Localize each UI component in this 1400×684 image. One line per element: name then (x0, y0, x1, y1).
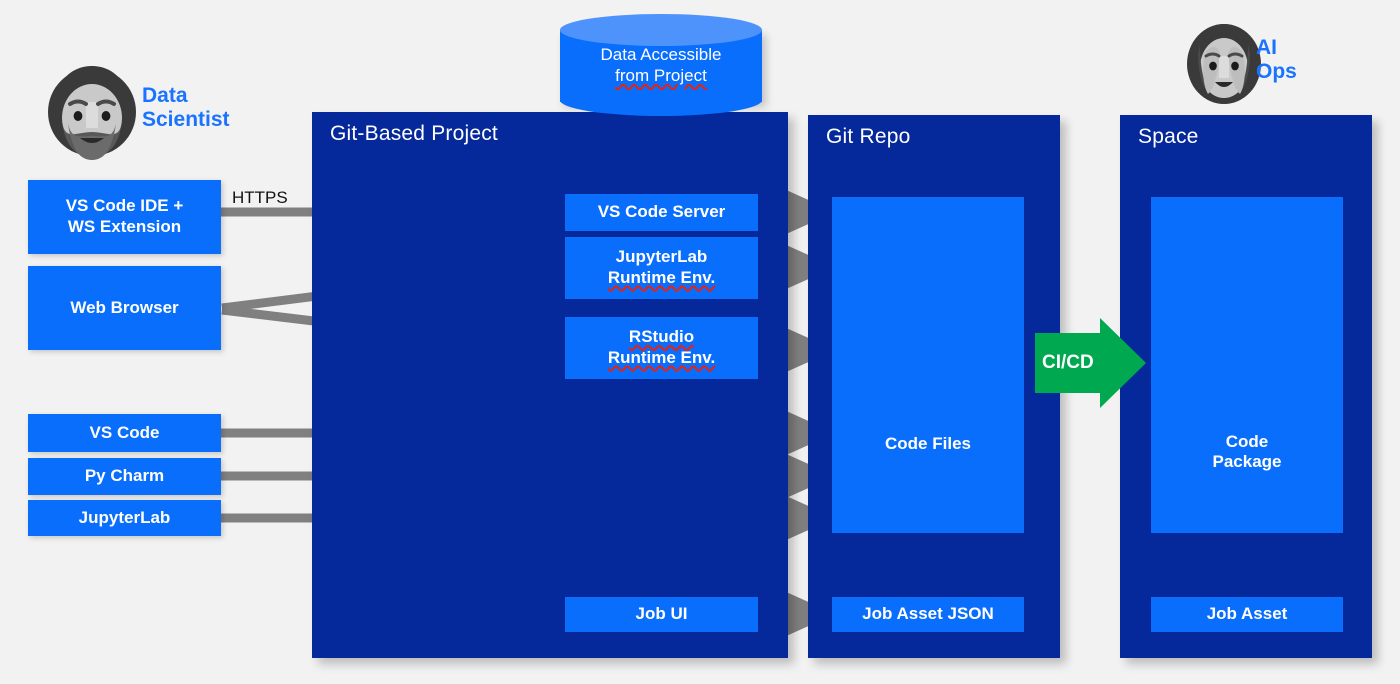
node-jupyterlab-runtime-label: JupyterLab Runtime Env. (608, 247, 715, 288)
node-vs-code-ide-line2: WS Extension (67, 217, 182, 236)
node-job-asset-json-label: Job Asset JSON (862, 604, 994, 624)
cylinder-bottom-ellipse (560, 84, 762, 116)
datastore-label: Data Accessible from Project (560, 44, 762, 87)
panel-title-git-based-project: Git-Based Project (330, 122, 498, 145)
persona-ds-line2: Scientist (142, 108, 230, 132)
node-code-package[interactable]: Code Package (1151, 197, 1343, 533)
https-label-text: HTTPS (232, 188, 288, 207)
https-connection-label: HTTPS (232, 188, 288, 208)
node-code-package-line1: Code (1225, 431, 1269, 451)
node-vs-code-ide-label: VS Code IDE + WS Extension (66, 196, 184, 237)
node-vs-code-server-label: VS Code Server (597, 202, 726, 222)
persona-data-scientist: Data Scientist (46, 62, 246, 168)
cylinder-top-ellipse (560, 14, 762, 46)
persona-label-ai-ops: AI Ops (1256, 36, 1297, 85)
persona-aiops-line1: AI (1256, 36, 1277, 59)
node-jupyterlab-runtime-line2: Runtime Env. (607, 268, 716, 287)
node-rstudio-runtime-line2: Runtime Env. (607, 348, 716, 367)
node-job-ui[interactable]: Job UI (565, 597, 758, 632)
node-vs-code-ide[interactable]: VS Code IDE + WS Extension (28, 180, 221, 254)
datastore-cylinder: Data Accessible from Project (560, 14, 762, 118)
node-code-files-label: Code Files (885, 434, 971, 454)
node-jupyterlab-runtime[interactable]: JupyterLab Runtime Env. (565, 237, 758, 299)
avatar-bearded-person-icon (48, 66, 136, 160)
node-rstudio-runtime[interactable]: RStudio Runtime Env. (565, 317, 758, 379)
node-py-charm-label: Py Charm (84, 466, 165, 486)
node-jupyterlab-client[interactable]: JupyterLab (28, 500, 221, 536)
panel-title-space: Space (1138, 125, 1199, 148)
node-web-browser[interactable]: Web Browser (28, 266, 221, 350)
node-rstudio-runtime-label: RStudio Runtime Env. (608, 327, 715, 368)
cicd-label: CI/CD (1042, 352, 1094, 374)
node-vs-code-ide-line1: VS Code IDE + (65, 196, 184, 216)
node-job-ui-label: Job UI (635, 604, 688, 624)
panel-title-git-repo: Git Repo (826, 125, 911, 148)
node-jupyterlab-runtime-line1: JupyterLab (615, 247, 708, 267)
node-job-asset-label: Job Asset (1206, 604, 1288, 624)
datastore-label-line2: from Project (615, 66, 707, 86)
datastore-label-line1: Data Accessible (600, 45, 722, 64)
node-py-charm[interactable]: Py Charm (28, 458, 221, 495)
persona-label-data-scientist: Data Scientist (142, 84, 230, 133)
node-code-package-label: Code Package (1213, 432, 1282, 473)
node-code-files[interactable]: Code Files (832, 197, 1024, 533)
cicd-label-text: CI/CD (1042, 352, 1094, 373)
avatar-long-hair-person-icon (1187, 24, 1261, 104)
node-vs-code-label: VS Code (89, 422, 160, 442)
persona-ai-ops: AI Ops (1186, 22, 1376, 108)
persona-aiops-line2: Ops (1256, 60, 1297, 84)
node-code-package-line2: Package (1212, 452, 1282, 472)
persona-ds-line1: Data (142, 84, 188, 107)
node-job-asset[interactable]: Job Asset (1151, 597, 1343, 632)
node-job-asset-json[interactable]: Job Asset JSON (832, 597, 1024, 632)
node-web-browser-label: Web Browser (70, 297, 179, 317)
node-jupyterlab-client-label: JupyterLab (78, 507, 171, 527)
node-rstudio-runtime-line1: RStudio (628, 327, 695, 347)
node-vs-code-server[interactable]: VS Code Server (565, 194, 758, 231)
node-vs-code[interactable]: VS Code (28, 414, 221, 452)
